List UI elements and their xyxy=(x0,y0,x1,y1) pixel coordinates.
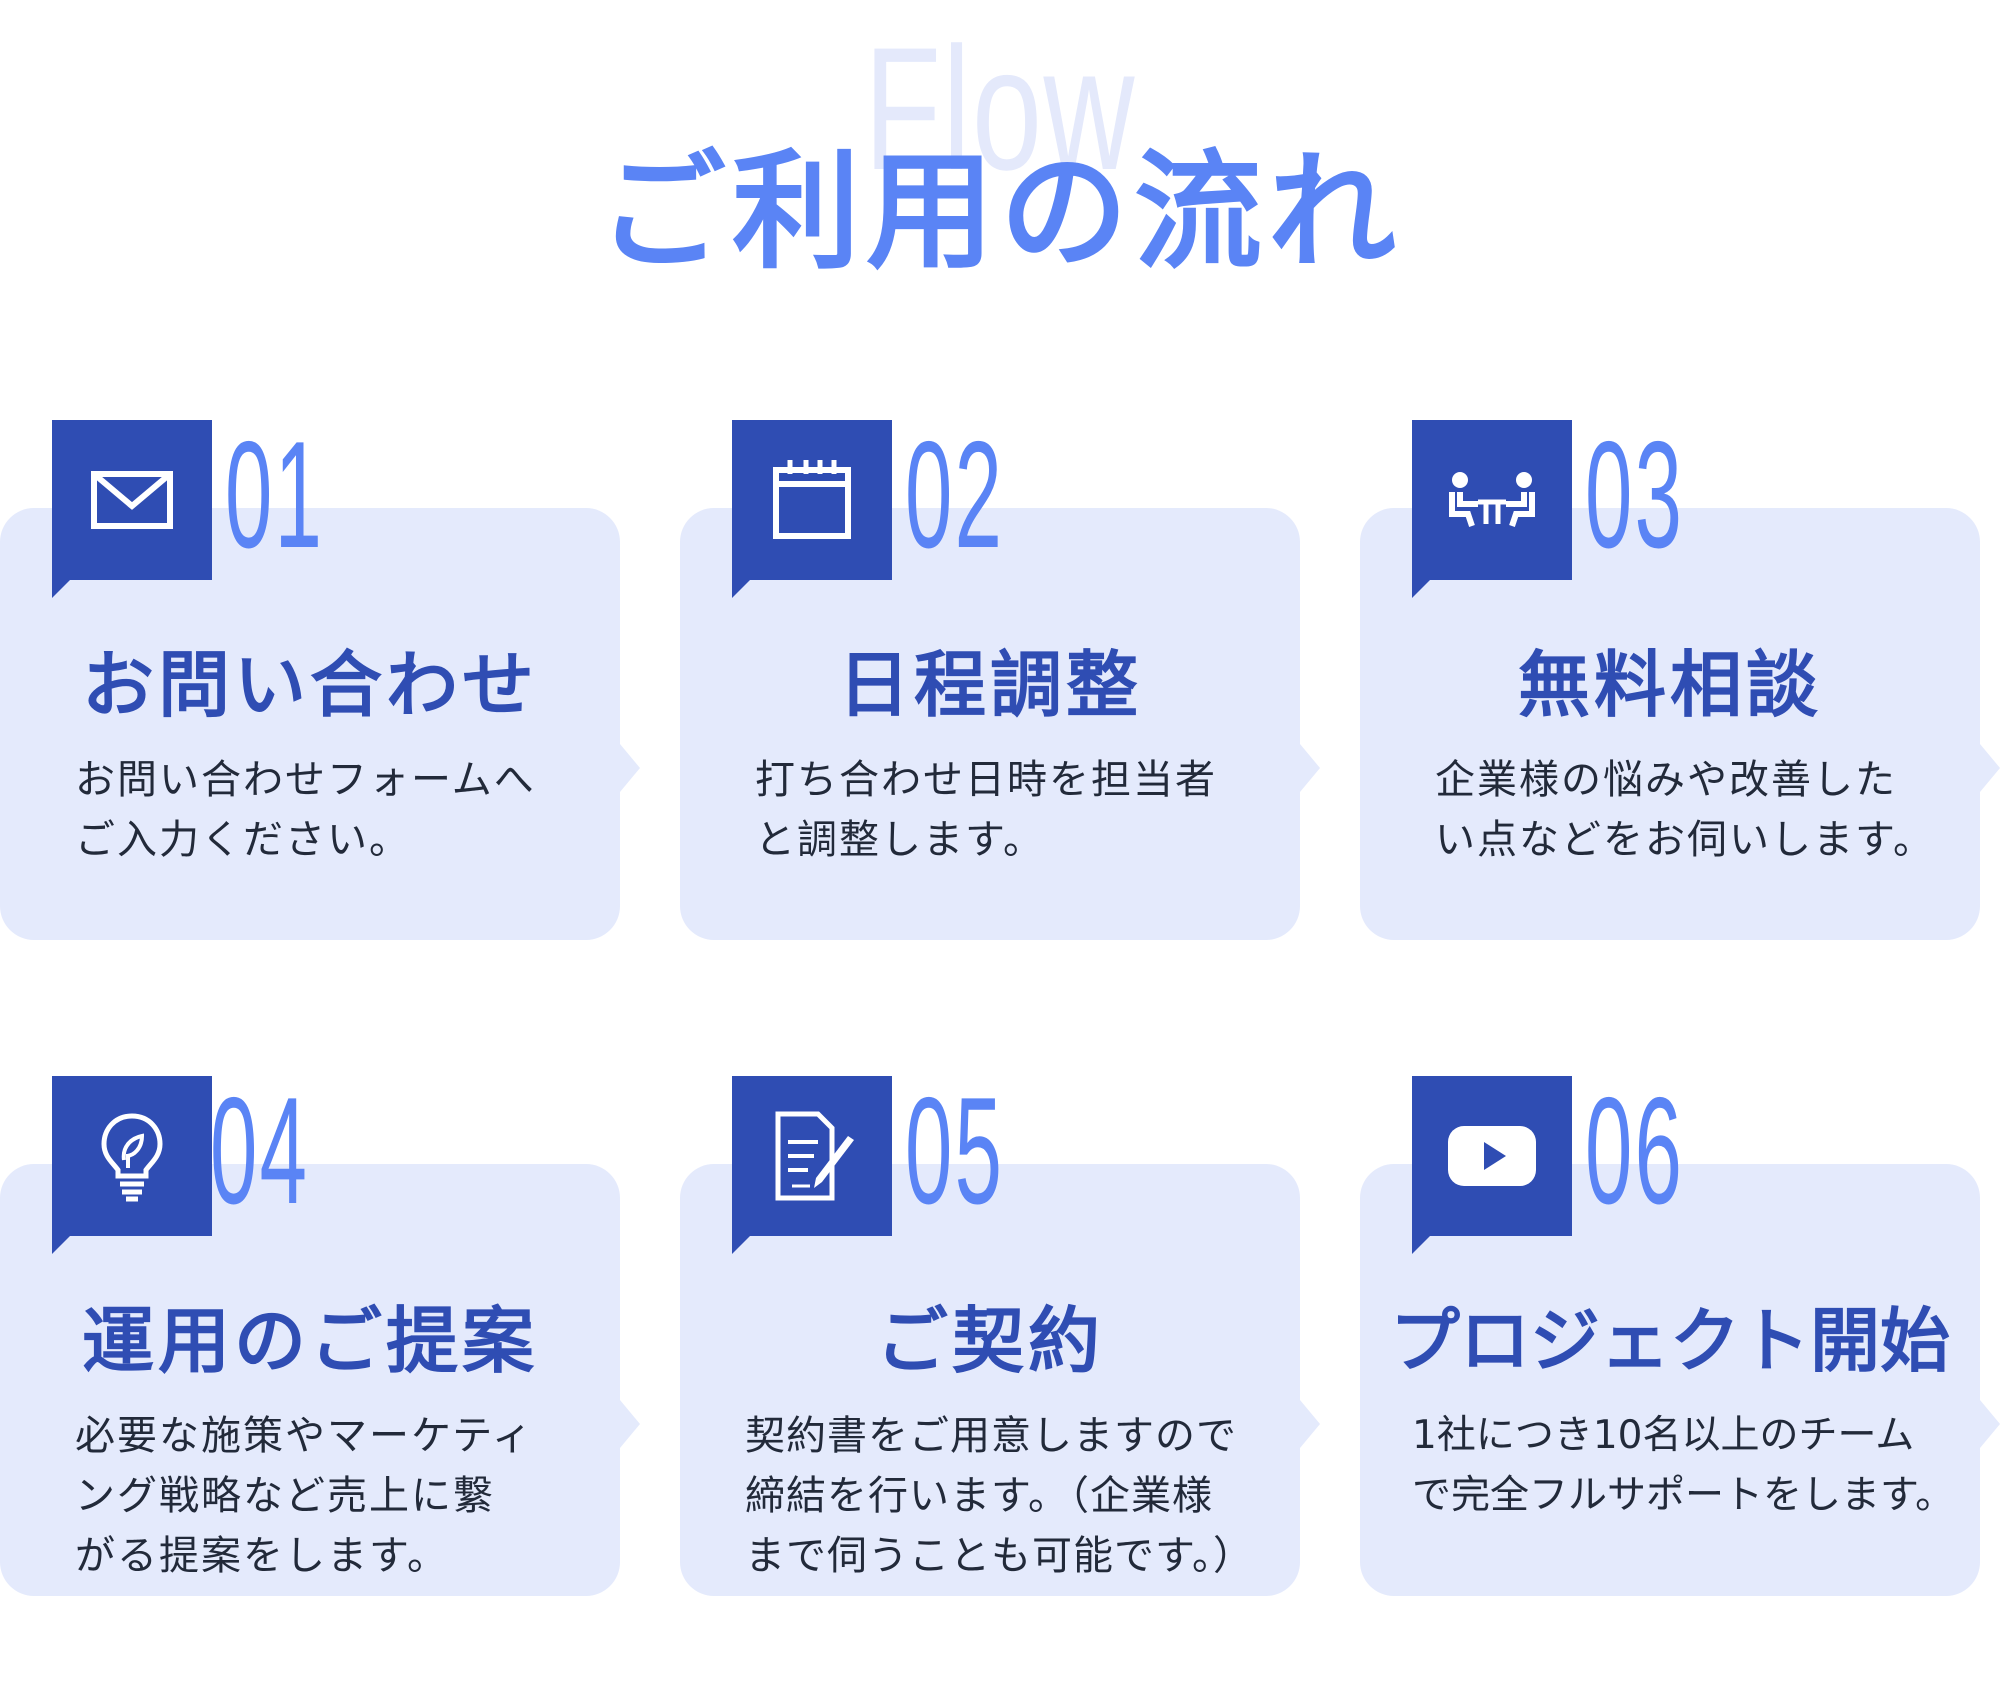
page-title: ご利用の流れ xyxy=(597,138,1402,287)
card-background xyxy=(1360,508,2000,940)
mail-icon xyxy=(91,471,173,529)
icon-box xyxy=(52,420,212,598)
card-background xyxy=(1360,1164,2000,1596)
play-icon xyxy=(1448,1126,1536,1186)
step-title: お問い合わせ xyxy=(81,643,538,727)
step-title: プロジェクト開始 xyxy=(1390,1300,1950,1382)
step-card-2: 02 日程調整 打ち合わせ日時を担当者 と調整します。 xyxy=(680,410,1320,940)
step-number: 06 xyxy=(1585,1066,1685,1236)
section-header: Flow ご利用の流れ xyxy=(0,0,2000,320)
card-background xyxy=(0,508,640,940)
step-number: 01 xyxy=(225,410,325,580)
background-word: Flow xyxy=(864,12,1136,207)
step-description: 必要な施策やマーケティ ング戦略など売上に繋 がる提案をします。 xyxy=(75,1413,534,1579)
card-background xyxy=(680,1164,1320,1596)
step-description: 契約書をご用意しますので 締結を行います。（企業様 まで伺うことも可能です。） xyxy=(745,1413,1254,1579)
step-title: 運用のご提案 xyxy=(81,1299,538,1383)
step-card-3: 03 無料相談 企業様の悩みや改善した い点などをお伺いします。 xyxy=(1360,410,2000,940)
card-background xyxy=(680,508,1320,940)
step-title: ご契約 xyxy=(875,1299,1104,1383)
step-number: 04 xyxy=(210,1066,310,1236)
icon-box xyxy=(732,1076,892,1254)
step-description: 1社につき10名以上のチーム で完全フルサポートをします。 xyxy=(1412,1413,1955,1518)
step-card-5: 05 ご契約 契約書をご用意しますので 締結を行います。（企業様 まで伺うことも… xyxy=(680,1066,1320,1596)
step-card-6: 06 プロジェクト開始 1社につき10名以上のチーム で完全フルサポートをします… xyxy=(1360,1066,2000,1596)
icon-box xyxy=(732,420,892,598)
step-description: 打ち合わせ日時を担当者 と調整します。 xyxy=(755,757,1217,863)
step-number: 02 xyxy=(905,410,1005,580)
step-number: 05 xyxy=(905,1066,1005,1236)
step-title: 日程調整 xyxy=(837,643,1142,727)
step-description: お問い合わせフォームへ ご入力ください。 xyxy=(75,757,536,863)
icon-box xyxy=(52,1076,212,1254)
icon-box xyxy=(1412,1076,1572,1254)
meeting-icon xyxy=(1449,472,1535,527)
step-card-4: 04 運用のご提案 必要な施策やマーケティ ング戦略など売上に繋 がる提案をしま… xyxy=(0,1066,640,1596)
calendar-icon xyxy=(773,460,851,539)
lightbulb-icon xyxy=(101,1113,163,1202)
step-title: 無料相談 xyxy=(1517,643,1822,727)
step-number: 03 xyxy=(1585,410,1685,580)
icon-box xyxy=(1412,420,1572,598)
step-card-1: 01 お問い合わせ お問い合わせフォームへ ご入力ください。 xyxy=(0,410,640,940)
card-background xyxy=(0,1164,640,1596)
step-description: 企業様の悩みや改善した い点などをお伺いします。 xyxy=(1435,757,1935,863)
contract-icon xyxy=(775,1111,854,1201)
